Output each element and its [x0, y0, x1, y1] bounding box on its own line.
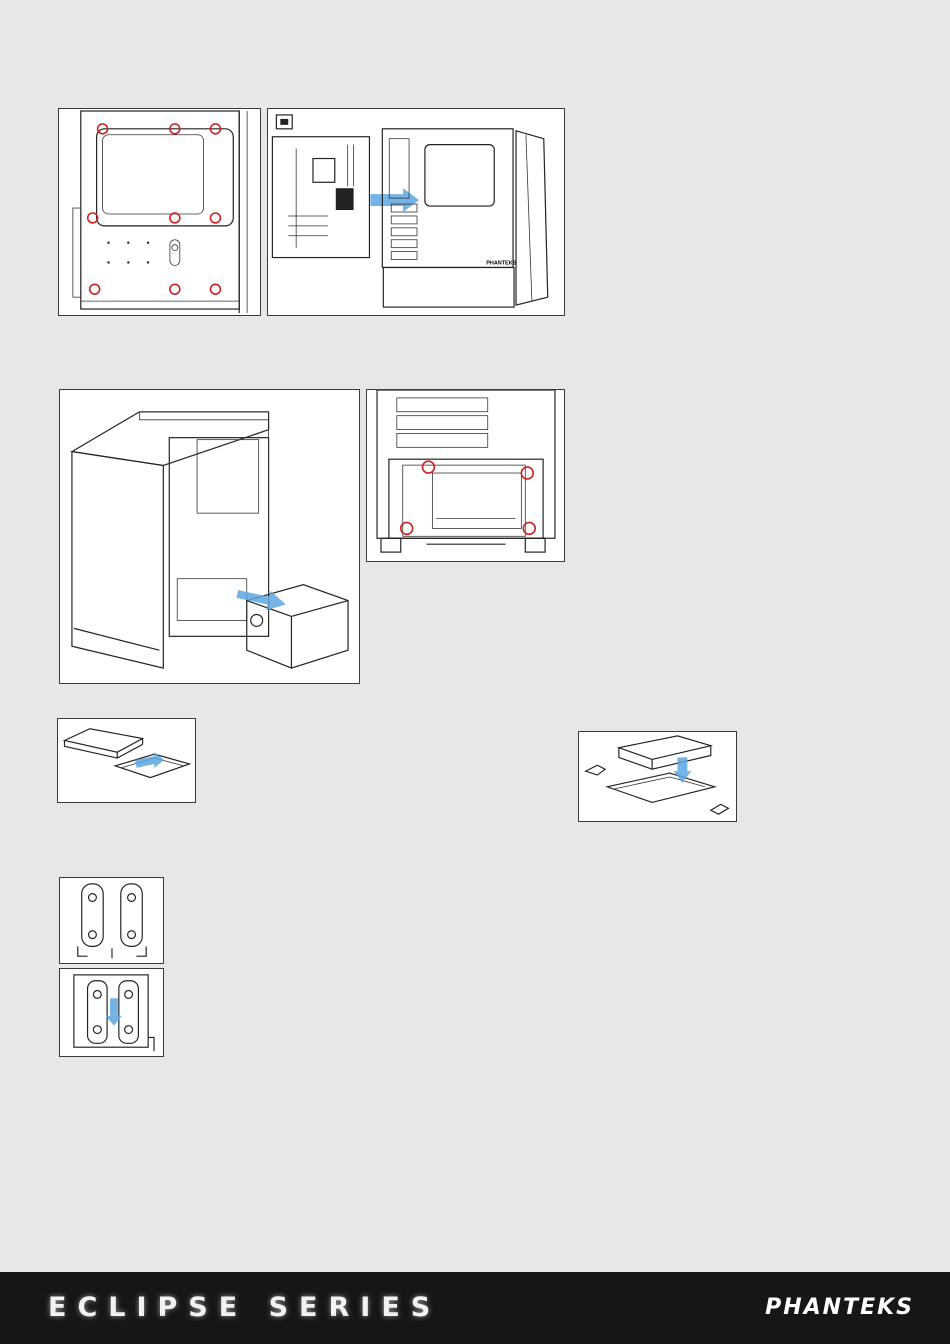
- figure-motherboard-install: PHANTEKS: [267, 108, 565, 316]
- bracket-illustration: [60, 878, 163, 963]
- figure-motherboard-standoffs: [58, 108, 261, 316]
- figure-mount-brackets-bottom: [59, 968, 164, 1057]
- figure-hdd-tray: [578, 731, 737, 822]
- hdd-tray-illustration: [579, 732, 736, 821]
- case-logo-text: PHANTEKS: [486, 260, 516, 266]
- motherboard-install-illustration: PHANTEKS: [268, 109, 564, 315]
- series-title: ECLIPSE SERIES: [48, 1290, 441, 1326]
- figure-psu-install: [59, 389, 360, 684]
- figure-mount-brackets-top: [59, 877, 164, 964]
- psu-screw-illustration: [367, 390, 564, 561]
- figure-psu-screws: [366, 389, 565, 562]
- bracket-mounted-illustration: [60, 969, 163, 1056]
- standoff-tray-illustration: [59, 109, 260, 315]
- psu-install-illustration: [60, 390, 359, 683]
- page-footer: ECLIPSE SERIES PHANTEKS: [0, 1272, 950, 1344]
- brand-logo: PHANTEKS: [765, 1292, 914, 1324]
- figure-ssd-bracket: [57, 718, 196, 803]
- ssd-bracket-illustration: [58, 719, 195, 802]
